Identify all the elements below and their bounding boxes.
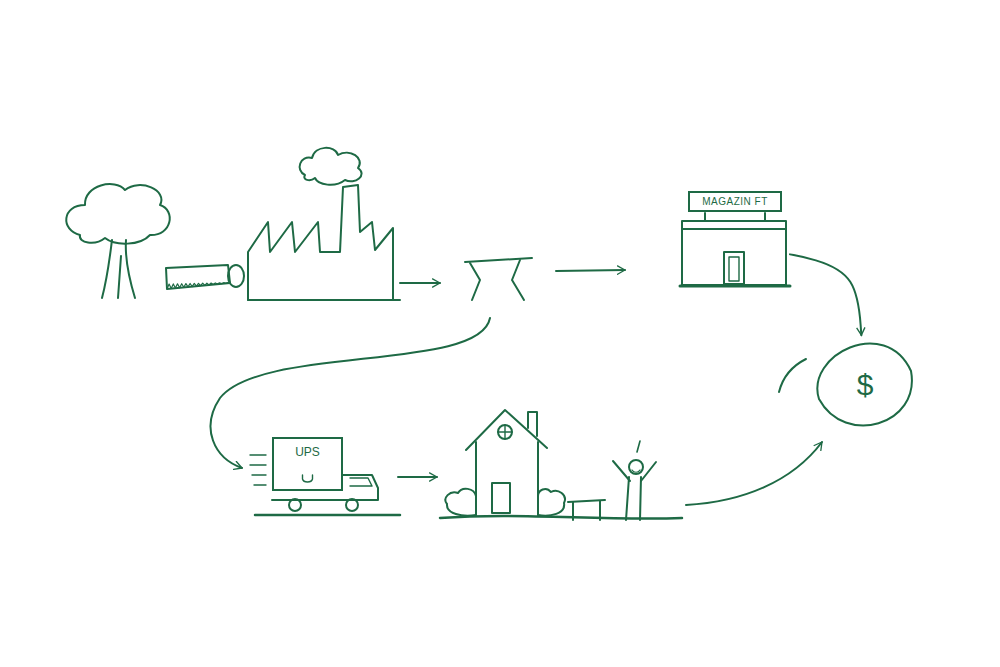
store-sign: MAGAZIN FT bbox=[688, 191, 782, 212]
store: MAGAZIN FT bbox=[680, 191, 790, 287]
flow-arrow bbox=[556, 270, 625, 271]
flow-arrow bbox=[398, 476, 437, 478]
truck-logo: UPS bbox=[295, 445, 320, 459]
truck-box: UPS bbox=[272, 437, 343, 491]
circle-outline bbox=[817, 344, 912, 426]
happy-person bbox=[613, 441, 656, 520]
table bbox=[465, 258, 532, 300]
logo-shield bbox=[303, 475, 313, 482]
currency-symbol: $ bbox=[857, 368, 874, 402]
garden-table bbox=[568, 500, 605, 520]
flow-arrow bbox=[790, 254, 861, 335]
money-circle: $ bbox=[813, 333, 917, 437]
store-building bbox=[680, 213, 790, 286]
flow-arrow bbox=[400, 282, 440, 284]
flow-arrow bbox=[686, 442, 822, 505]
house bbox=[440, 410, 682, 519]
flow-arc bbox=[779, 359, 806, 392]
flow-arrow bbox=[211, 318, 490, 468]
saw bbox=[166, 265, 244, 289]
factory bbox=[248, 148, 400, 300]
tree bbox=[66, 184, 169, 298]
